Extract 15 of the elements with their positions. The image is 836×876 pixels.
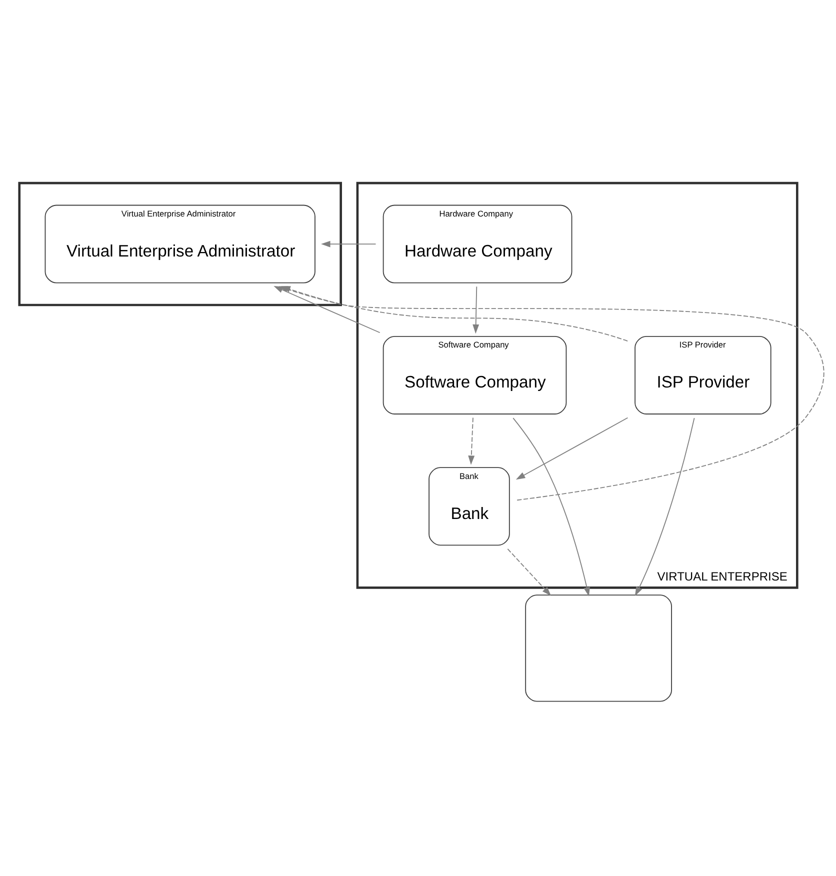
node-box: Hardware Company Hardware Company <box>382 204 572 283</box>
arrow <box>468 416 475 464</box>
arrow <box>281 286 628 341</box>
node-box: Virtual Enterprise Administrator Virtual Enterprise Administrator <box>44 204 316 283</box>
arrow <box>634 417 695 596</box>
node-box: ISP Provider ISP Provider <box>634 335 772 414</box>
arrow <box>516 416 628 480</box>
node-box: Software Company Software Company <box>382 335 567 414</box>
cluster <box>18 181 342 306</box>
arrow <box>507 548 552 596</box>
node-box <box>525 594 672 702</box>
node-box: Bank Bank <box>428 466 510 546</box>
arrow <box>512 417 590 596</box>
arrow <box>472 286 480 334</box>
arrow <box>321 240 376 247</box>
